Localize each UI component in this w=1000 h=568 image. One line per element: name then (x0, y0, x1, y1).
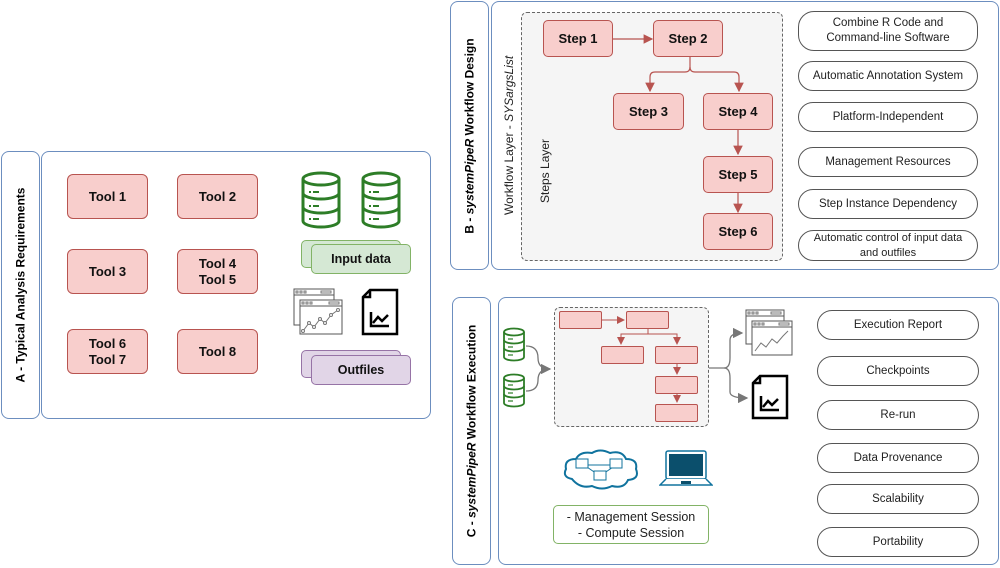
feature-pill: Step Instance Dependency (798, 189, 978, 219)
sessions-box: - Management Session - Compute Session (553, 505, 709, 544)
session-item: - Compute Session (577, 525, 685, 540)
step-node: Step 5 (703, 156, 773, 193)
mini-step (655, 376, 698, 394)
feature-pill: Scalability (817, 484, 979, 514)
chart-document-icon (751, 374, 789, 420)
feature-pill: Automatic Annotation System (798, 61, 978, 91)
feature-pill: Data Provenance (817, 443, 979, 473)
mini-step (559, 311, 602, 329)
tool-box: Tool 8 (177, 329, 258, 374)
feature-pill: Checkpoints (817, 356, 979, 386)
report-window-icon (293, 288, 343, 335)
chart-document-icon (361, 288, 399, 336)
tool-box: Tool 6 Tool 7 (67, 329, 148, 374)
panel-b-label: B - systemPipeR Workflow Design (450, 1, 489, 270)
feature-pill: Portability (817, 527, 979, 557)
mini-step (655, 404, 698, 422)
laptop-icon (659, 450, 713, 486)
step-node: Step 3 (613, 93, 684, 130)
panel-c-label: C - systemPipeR Workflow Execution (452, 297, 491, 565)
tool-box: Tool 4 Tool 5 (177, 249, 258, 294)
session-item: - Management Session (566, 509, 696, 524)
database-icon (503, 373, 525, 408)
tool-box: Tool 1 (67, 174, 148, 219)
arrow-workflow-report (709, 327, 744, 369)
mini-step (626, 311, 669, 329)
arrow-db2-workflow (525, 368, 551, 392)
outfiles-label: Outfiles (311, 355, 411, 385)
arrow-workflow-document (723, 367, 749, 404)
feature-pill: Automatic control of input data and outf… (798, 230, 978, 261)
feature-pill: Re-run (817, 400, 979, 430)
tool-box: Tool 2 (177, 174, 258, 219)
feature-pill: Management Resources (798, 147, 978, 177)
step-node: Step 1 (543, 20, 613, 57)
step-node: Step 2 (653, 20, 723, 57)
step-node: Step 4 (703, 93, 773, 130)
feature-pill: Combine R Code and Command-line Software (798, 11, 978, 51)
feature-pill: Execution Report (817, 310, 979, 340)
database-icon (361, 171, 401, 229)
panel-a-label: A - Typical Analysis Requirements (1, 151, 40, 419)
arrow-step2-step4 (689, 66, 744, 93)
step-node: Step 6 (703, 213, 773, 250)
database-icon (301, 171, 341, 229)
tool-box: Tool 3 (67, 249, 148, 294)
database-icon (503, 327, 525, 362)
feature-pill: Platform-Independent (798, 102, 978, 132)
input-data-label: Input data (311, 244, 411, 274)
mini-step (655, 346, 698, 364)
mini-step (601, 346, 644, 364)
arrow-db1-workflow (525, 345, 552, 375)
report-window-icon (745, 309, 793, 356)
cloud-network-icon (563, 449, 638, 490)
